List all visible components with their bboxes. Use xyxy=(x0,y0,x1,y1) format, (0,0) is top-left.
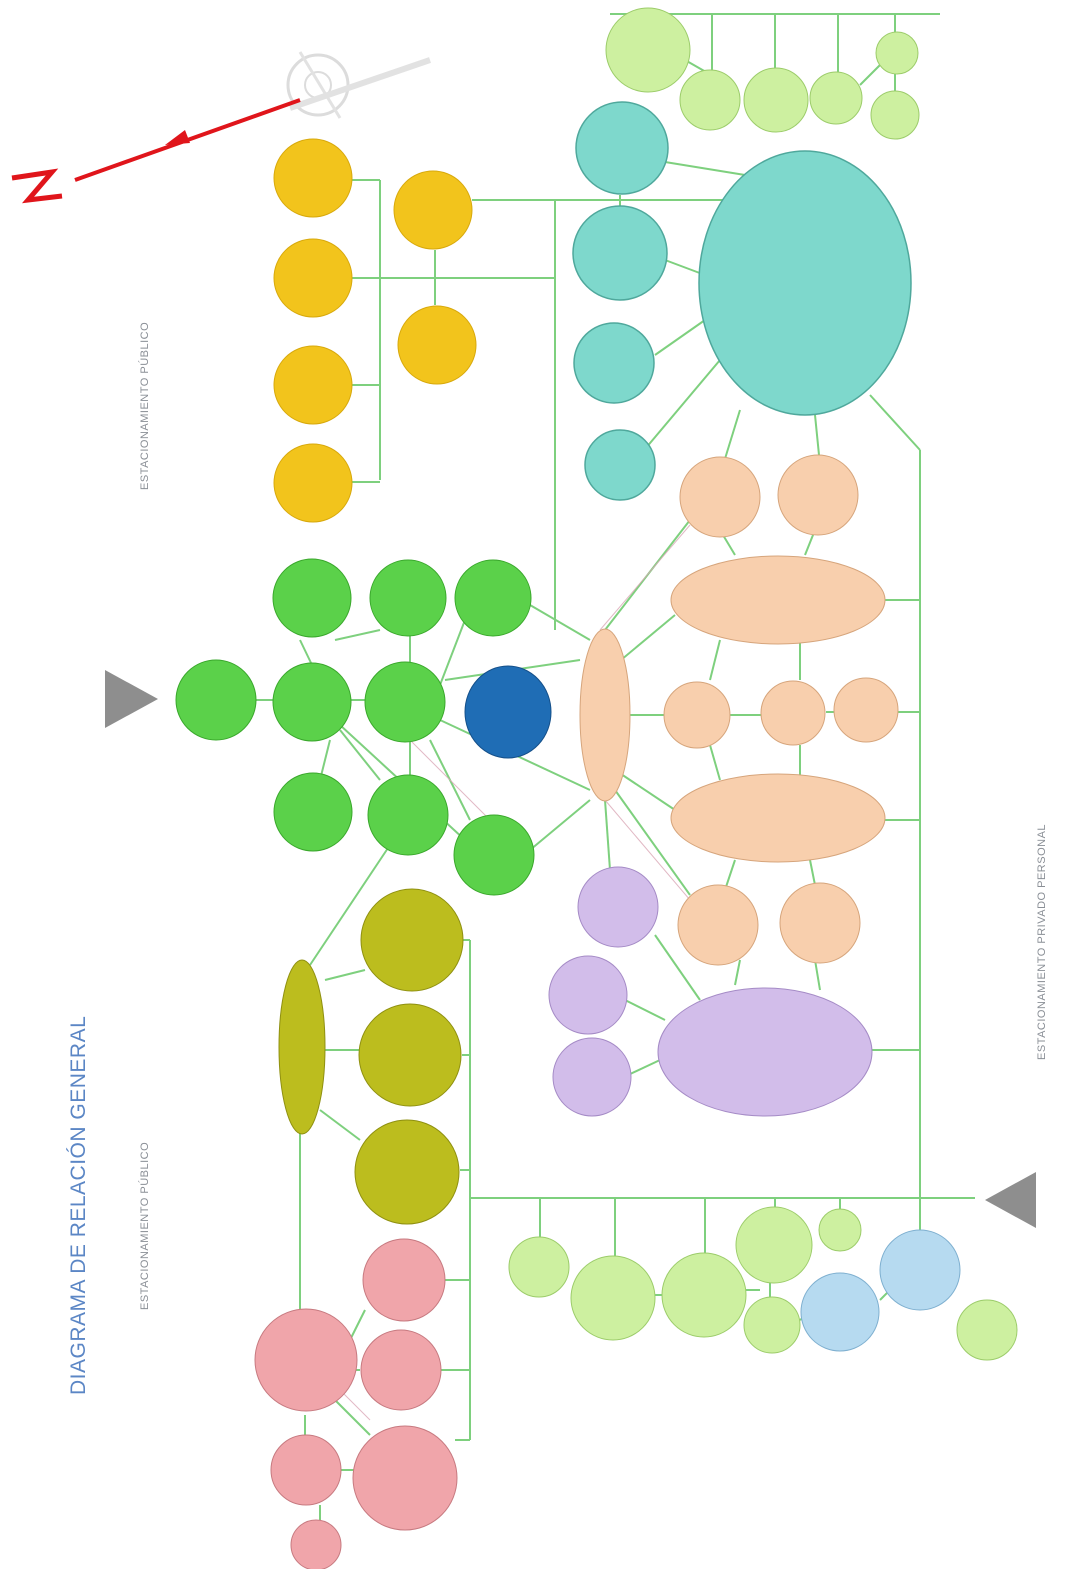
yellow-node-group xyxy=(273,138,477,523)
green-node-group xyxy=(175,558,535,896)
lavender-node xyxy=(552,1037,632,1117)
green-node xyxy=(273,772,353,852)
green-node xyxy=(369,559,447,637)
pink-node xyxy=(352,1425,458,1531)
lavender-node xyxy=(577,866,659,948)
green-node xyxy=(175,659,257,741)
pink-node xyxy=(362,1238,446,1322)
teal-node-group xyxy=(572,101,912,501)
peach-node xyxy=(779,882,861,964)
lavender-node xyxy=(548,955,628,1035)
lavender-main-node xyxy=(657,987,873,1117)
green-node xyxy=(272,558,352,638)
peach-node xyxy=(760,680,826,746)
lightblue-node-group xyxy=(800,1229,961,1352)
lightgreen-node xyxy=(956,1299,1018,1361)
lightblue-node xyxy=(879,1229,961,1311)
peach-node xyxy=(833,677,899,743)
lavender-node-group xyxy=(548,866,873,1117)
teal-node xyxy=(572,205,668,301)
green-node xyxy=(367,774,449,856)
olive-node-group xyxy=(278,888,464,1225)
parking-public-bottom-label: ESTACIONAMIENTO PÚBLICO xyxy=(138,1142,151,1310)
diagram-title: DIAGRAMA DE RELACIÓN GENERAL xyxy=(67,1016,90,1395)
green-node xyxy=(453,814,535,896)
lightgreen-node xyxy=(818,1208,862,1252)
lightgreen-node xyxy=(743,67,809,133)
pink-node xyxy=(360,1329,442,1411)
lightgreen-node xyxy=(570,1255,656,1341)
yellow-node xyxy=(273,443,353,523)
pink-node xyxy=(270,1434,342,1506)
north-arrow-icon xyxy=(11,51,431,204)
olive-hub-node xyxy=(278,959,326,1135)
lightgreen-node xyxy=(605,7,691,93)
blue-node xyxy=(464,665,552,759)
pink-node-group xyxy=(254,1238,458,1571)
yellow-node xyxy=(393,170,473,250)
teal-node xyxy=(584,429,656,501)
green-node xyxy=(454,559,532,637)
lightgreen-node xyxy=(743,1296,801,1354)
lightgreen-bottom-group xyxy=(508,1206,1018,1361)
olive-node xyxy=(358,1003,462,1107)
peach-node xyxy=(777,454,859,536)
pink-node xyxy=(290,1519,342,1571)
peach-node xyxy=(677,884,759,966)
yellow-node xyxy=(273,238,353,318)
parking-public-top-label: ESTACIONAMIENTO PÚBLICO xyxy=(138,322,151,490)
green-node xyxy=(272,662,352,742)
lightgreen-node xyxy=(508,1236,570,1298)
olive-node xyxy=(354,1119,460,1225)
yellow-node xyxy=(397,305,477,385)
triangle-entrance-icon xyxy=(105,670,1036,1228)
lightgreen-top-group xyxy=(605,7,920,140)
lightgreen-node xyxy=(661,1252,747,1338)
peach-node xyxy=(663,681,731,749)
lightgreen-node xyxy=(870,90,920,140)
peach-node-group xyxy=(579,454,899,966)
peach-hub-node xyxy=(579,628,631,802)
pink-node xyxy=(254,1308,358,1412)
lightblue-node xyxy=(800,1272,880,1352)
lightgreen-node xyxy=(735,1206,813,1284)
peach-node xyxy=(670,773,886,863)
olive-node xyxy=(360,888,464,992)
lightgreen-node xyxy=(679,69,741,131)
yellow-node xyxy=(273,138,353,218)
peach-node xyxy=(679,456,761,538)
lightgreen-node xyxy=(875,31,919,75)
lightgreen-node xyxy=(809,71,863,125)
peach-node xyxy=(670,555,886,645)
teal-node xyxy=(575,101,669,195)
parking-private-label: ESTACIONAMIENTO PRIVADO PERSONAL xyxy=(1036,824,1048,1060)
teal-node xyxy=(573,322,655,404)
teal-main-node xyxy=(698,150,912,416)
yellow-node xyxy=(273,345,353,425)
green-node xyxy=(364,661,446,743)
